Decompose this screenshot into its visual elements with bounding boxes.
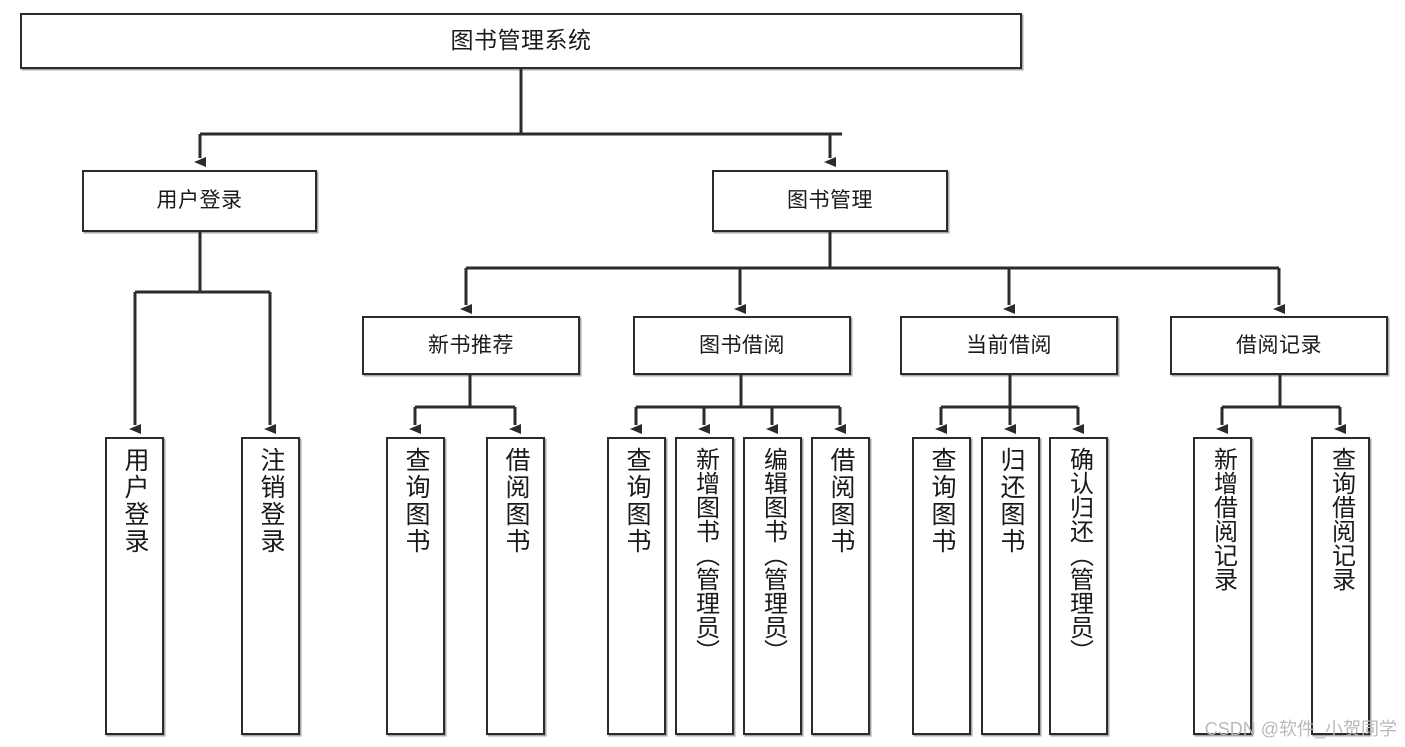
node-label: 图书借阅 [699,333,785,357]
leaf-return-book[interactable]: 归还图书 [981,437,1040,735]
node-borrow-record[interactable]: 借阅记录 [1170,316,1388,375]
node-label: 用户登录 [121,447,149,555]
leaf-confirm-return-admin[interactable]: 确认归还（管理员） [1049,437,1108,735]
node-label: 借阅记录 [1236,333,1322,357]
node-label: 用户登录 [156,189,243,213]
leaf-user-login[interactable]: 用户登录 [105,437,164,735]
node-label: 查询图书 [623,447,651,555]
node-book-borrow[interactable]: 图书借阅 [633,316,851,375]
node-label: 图书管理 [787,189,873,213]
node-label: 查询图书 [402,447,430,555]
leaf-edit-book-admin[interactable]: 编辑图书（管理员） [743,437,802,735]
node-label: 查询图书 [928,447,956,555]
node-label: 当前借阅 [966,333,1052,357]
node-new-book-recommend[interactable]: 新书推荐 [362,316,580,375]
node-label: 归还图书 [997,447,1025,555]
node-book-management[interactable]: 图书管理 [712,170,948,232]
node-label: 借阅图书 [827,447,855,555]
leaf-borrow-book[interactable]: 借阅图书 [811,437,870,735]
node-label: 图书管理系统 [450,27,592,54]
node-label: 借阅图书 [502,447,530,555]
node-user-login[interactable]: 用户登录 [82,170,317,232]
leaf-logout-login[interactable]: 注销登录 [241,437,300,735]
leaf-query-book-current[interactable]: 查询图书 [912,437,971,735]
node-label: 查询借阅记录 [1327,447,1355,591]
node-label: 注销登录 [257,447,285,555]
node-label: 新增图书（管理员） [691,447,719,663]
node-current-borrow[interactable]: 当前借阅 [900,316,1118,375]
node-label: 新书推荐 [428,333,514,357]
node-label: 编辑图书（管理员） [759,447,787,663]
node-label: 确认归还（管理员） [1065,447,1093,663]
node-root-book-management-system[interactable]: 图书管理系统 [20,13,1022,69]
leaf-add-book-admin[interactable]: 新增图书（管理员） [675,437,734,735]
leaf-query-book-recommend[interactable]: 查询图书 [386,437,445,735]
node-label: 新增借阅记录 [1209,447,1237,591]
leaf-add-borrow-record[interactable]: 新增借阅记录 [1193,437,1252,735]
watermark-text: CSDN @软件_小贺同学 [1204,719,1397,739]
leaf-query-book-borrow[interactable]: 查询图书 [607,437,666,735]
leaf-query-borrow-record[interactable]: 查询借阅记录 [1311,437,1370,735]
leaf-borrow-book-recommend[interactable]: 借阅图书 [486,437,545,735]
